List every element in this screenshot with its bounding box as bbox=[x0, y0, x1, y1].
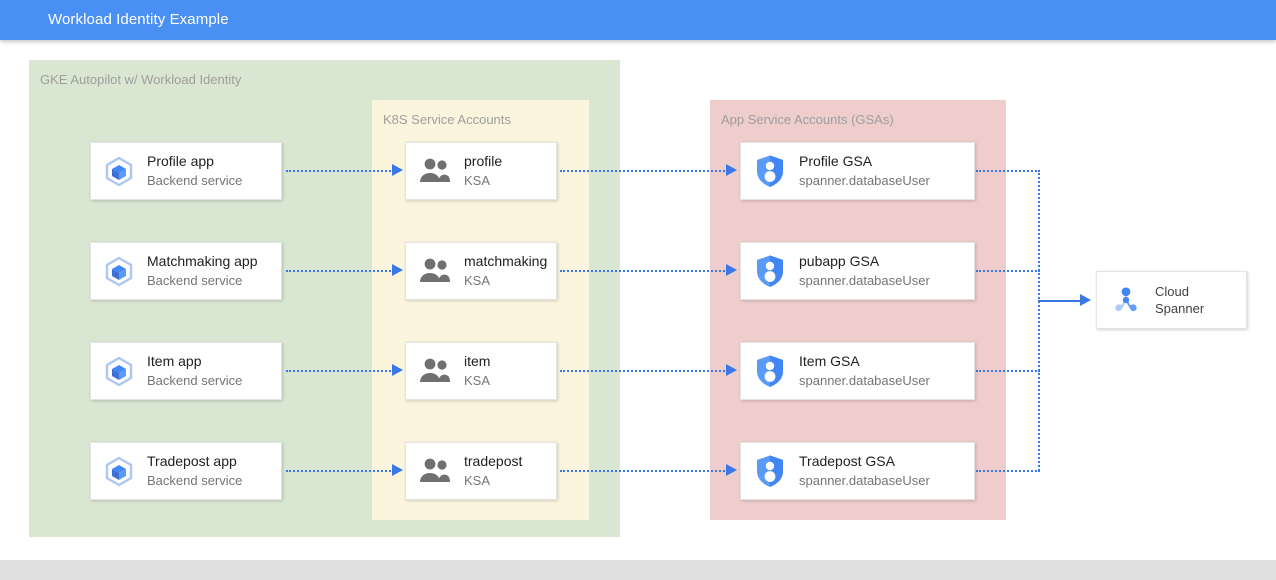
node-app-tradepost-text: Tradepost app Backend service bbox=[147, 452, 242, 490]
node-ksa-item[interactable]: item KSA bbox=[405, 342, 557, 400]
connector-ksa-gsa-1-arrow bbox=[726, 164, 737, 176]
node-ksa-tradepost-text: tradepost KSA bbox=[464, 452, 522, 490]
connector-spanner-bus bbox=[1038, 170, 1040, 471]
node-gsa-item[interactable]: Item GSA spanner.databaseUser bbox=[740, 342, 975, 400]
service-account-shield-icon bbox=[741, 254, 799, 288]
connector-gsa-bus-3 bbox=[976, 370, 1040, 372]
node-subtitle: Backend service bbox=[147, 373, 243, 388]
group-gke-autopilot-label: GKE Autopilot w/ Workload Identity bbox=[40, 72, 242, 87]
node-subtitle: spanner.databaseUser bbox=[799, 273, 930, 288]
node-ksa-matchmaking[interactable]: matchmaking KSA bbox=[405, 242, 557, 300]
connector-app-ksa-2 bbox=[286, 270, 394, 272]
node-ksa-matchmaking-text: matchmaking KSA bbox=[464, 252, 547, 290]
node-ksa-profile[interactable]: profile KSA bbox=[405, 142, 557, 200]
connector-ksa-gsa-3-arrow bbox=[726, 364, 737, 376]
service-account-shield-icon bbox=[741, 154, 799, 188]
node-ksa-tradepost[interactable]: tradepost KSA bbox=[405, 442, 557, 500]
connector-app-ksa-3-arrow bbox=[392, 364, 403, 376]
node-subtitle: KSA bbox=[464, 473, 491, 488]
node-gsa-tradepost[interactable]: Tradepost GSA spanner.databaseUser bbox=[740, 442, 975, 500]
node-title: Matchmaking app bbox=[147, 253, 258, 269]
node-cloud-spanner-text: Cloud Spanner bbox=[1155, 283, 1204, 317]
connector-gsa-bus-4 bbox=[976, 470, 1040, 472]
connector-bus-spanner-arrow bbox=[1080, 294, 1091, 306]
node-gsa-tradepost-text: Tradepost GSA spanner.databaseUser bbox=[799, 452, 930, 490]
app-title: Workload Identity Example bbox=[48, 11, 229, 28]
node-app-profile-text: Profile app Backend service bbox=[147, 152, 242, 190]
node-subtitle: KSA bbox=[464, 373, 491, 388]
gke-container-icon bbox=[91, 455, 147, 487]
people-icon bbox=[406, 157, 464, 185]
node-app-item-text: Item app Backend service bbox=[147, 352, 242, 390]
diagram-canvas: GKE Autopilot w/ Workload Identity K8S S… bbox=[0, 40, 1276, 560]
node-title: pubapp GSA bbox=[799, 253, 880, 269]
gke-container-icon bbox=[91, 155, 147, 187]
node-subtitle: spanner.databaseUser bbox=[799, 173, 930, 188]
connector-ksa-gsa-4-arrow bbox=[726, 464, 737, 476]
node-app-matchmaking-text: Matchmaking app Backend service bbox=[147, 252, 258, 290]
node-ksa-profile-text: profile KSA bbox=[464, 152, 502, 190]
node-app-profile[interactable]: Profile app Backend service bbox=[90, 142, 282, 200]
node-title: Profile GSA bbox=[799, 153, 873, 169]
footer-bar bbox=[0, 560, 1276, 580]
node-title: Item app bbox=[147, 353, 202, 369]
connector-ksa-gsa-2 bbox=[560, 270, 728, 272]
connector-app-ksa-3 bbox=[286, 370, 394, 372]
connector-bus-spanner bbox=[1038, 300, 1086, 302]
people-icon bbox=[406, 357, 464, 385]
node-gsa-pubapp[interactable]: pubapp GSA spanner.databaseUser bbox=[740, 242, 975, 300]
connector-ksa-gsa-4 bbox=[560, 470, 728, 472]
cloud-spanner-icon bbox=[1097, 284, 1155, 316]
gke-container-icon bbox=[91, 255, 147, 287]
node-title: item bbox=[464, 353, 491, 369]
node-cloud-spanner[interactable]: Cloud Spanner bbox=[1096, 271, 1247, 329]
node-subtitle: KSA bbox=[464, 273, 491, 288]
node-subtitle: KSA bbox=[464, 173, 491, 188]
node-app-tradepost[interactable]: Tradepost app Backend service bbox=[90, 442, 282, 500]
node-title: tradepost bbox=[464, 453, 523, 469]
node-app-item[interactable]: Item app Backend service bbox=[90, 342, 282, 400]
connector-app-ksa-1-arrow bbox=[392, 164, 403, 176]
connector-ksa-gsa-2-arrow bbox=[726, 264, 737, 276]
node-ksa-item-text: item KSA bbox=[464, 352, 490, 390]
node-subtitle: spanner.databaseUser bbox=[799, 373, 930, 388]
node-title: Profile app bbox=[147, 153, 214, 169]
node-gsa-profile[interactable]: Profile GSA spanner.databaseUser bbox=[740, 142, 975, 200]
node-gsa-profile-text: Profile GSA spanner.databaseUser bbox=[799, 152, 930, 190]
connector-app-ksa-4 bbox=[286, 470, 394, 472]
connector-app-ksa-2-arrow bbox=[392, 264, 403, 276]
connector-gsa-bus-2 bbox=[976, 270, 1040, 272]
node-subtitle: Backend service bbox=[147, 273, 243, 288]
people-icon bbox=[406, 457, 464, 485]
node-title: Cloud bbox=[1155, 284, 1189, 299]
node-subtitle: Backend service bbox=[147, 173, 243, 188]
node-title: Tradepost app bbox=[147, 453, 237, 469]
node-title: Item GSA bbox=[799, 353, 860, 369]
node-gsa-item-text: Item GSA spanner.databaseUser bbox=[799, 352, 930, 390]
connector-app-ksa-1 bbox=[286, 170, 394, 172]
connector-gsa-bus-1 bbox=[976, 170, 1040, 172]
node-subtitle: spanner.databaseUser bbox=[799, 473, 930, 488]
node-gsa-pubapp-text: pubapp GSA spanner.databaseUser bbox=[799, 252, 930, 290]
people-icon bbox=[406, 257, 464, 285]
app-header: Workload Identity Example bbox=[0, 0, 1276, 40]
group-k8s-service-accounts-label: K8S Service Accounts bbox=[383, 112, 511, 127]
node-subtitle: Backend service bbox=[147, 473, 243, 488]
node-title: profile bbox=[464, 153, 503, 169]
gke-container-icon bbox=[91, 355, 147, 387]
node-title-line2: Spanner bbox=[1155, 301, 1205, 316]
group-app-service-accounts-label: App Service Accounts (GSAs) bbox=[721, 112, 894, 127]
service-account-shield-icon bbox=[741, 354, 799, 388]
node-title: matchmaking bbox=[464, 253, 548, 269]
connector-ksa-gsa-3 bbox=[560, 370, 728, 372]
connector-ksa-gsa-1 bbox=[560, 170, 728, 172]
node-title: Tradepost GSA bbox=[799, 453, 895, 469]
service-account-shield-icon bbox=[741, 454, 799, 488]
node-app-matchmaking[interactable]: Matchmaking app Backend service bbox=[90, 242, 282, 300]
connector-app-ksa-4-arrow bbox=[392, 464, 403, 476]
